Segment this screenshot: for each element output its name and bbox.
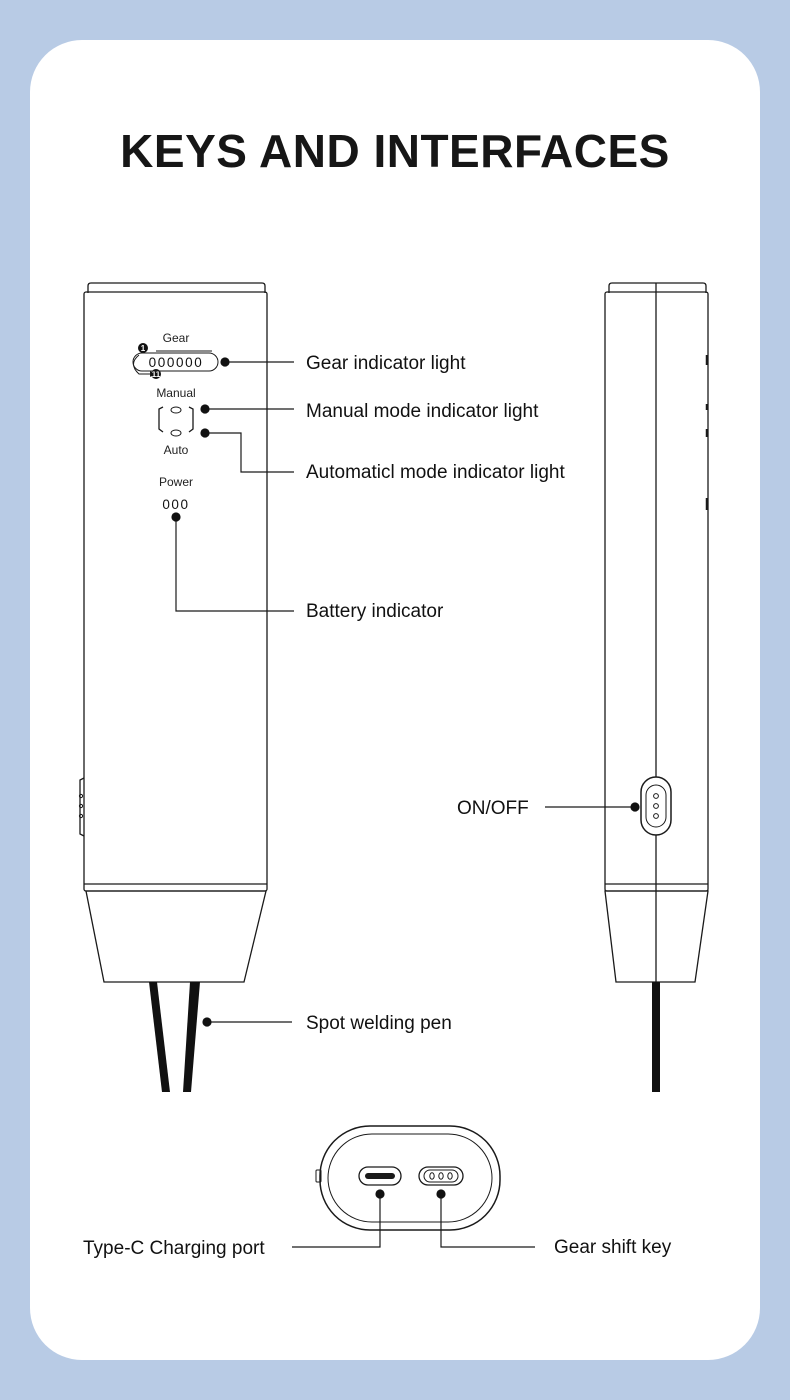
callout-onoff: ON/OFF (457, 798, 529, 819)
callout-lines (175, 361, 635, 1248)
power-leds: 000 (162, 497, 189, 512)
callout-battery: Battery indicator (306, 601, 444, 622)
side-view-device (604, 282, 709, 983)
auto-caption: Auto (164, 443, 189, 457)
manual-led (170, 406, 182, 414)
side-nozzle (604, 890, 709, 983)
gear-last-number: 11 (152, 370, 161, 379)
page-title: KEYS AND INTERFACES (120, 125, 670, 177)
callout-gear-shift: Gear shift key (554, 1237, 672, 1258)
content-card (30, 40, 760, 1360)
callout-gear-indicator: Gear indicator light (306, 353, 466, 374)
front-side-buttons[interactable] (78, 793, 84, 819)
power-caption: Power (159, 475, 193, 489)
callout-dots (171, 357, 640, 1199)
gear-first-marker-icon (138, 343, 148, 353)
front-nozzle (85, 890, 267, 983)
type-c-port[interactable] (358, 1166, 402, 1186)
callout-auto-mode: Automaticl mode indicator light (306, 462, 565, 483)
auto-led (170, 429, 182, 437)
front-view-device (79, 282, 268, 983)
callout-spot-welding-pen: Spot welding pen (306, 1013, 452, 1034)
welding-tips (149, 982, 200, 1092)
front-top-cap (87, 282, 266, 293)
gear-indicator-leds: 000000 (149, 355, 204, 370)
onoff-button[interactable] (640, 776, 672, 836)
callout-manual-mode: Manual mode indicator light (306, 401, 539, 422)
manual-caption: Manual (156, 386, 195, 400)
callout-type-c: Type-C Charging port (83, 1238, 265, 1259)
gear-caption: Gear (163, 331, 190, 345)
bottom-view-device (315, 1125, 501, 1231)
gear-first-number: 1 (141, 344, 146, 353)
gear-shift-button[interactable] (418, 1166, 464, 1186)
mode-bracket-icon (158, 406, 194, 433)
